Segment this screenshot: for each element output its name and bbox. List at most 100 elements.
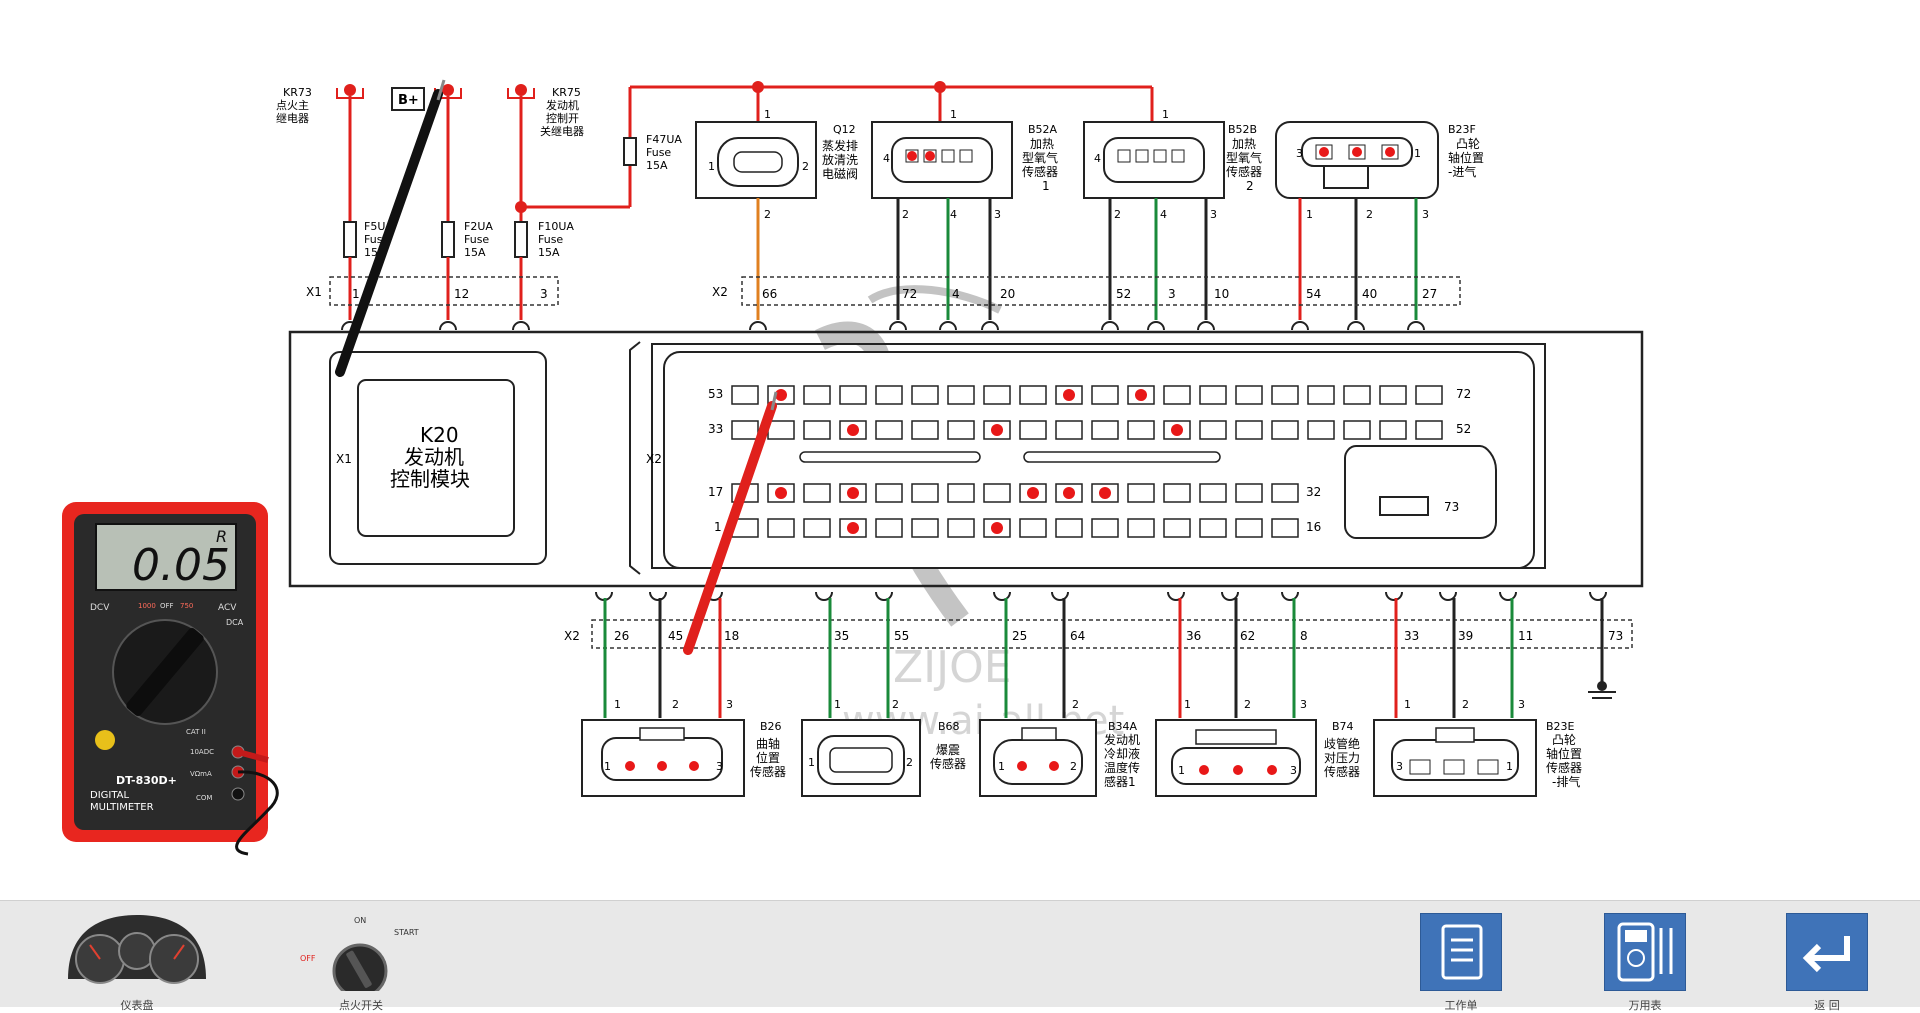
back-button[interactable]: 返 回 <box>1786 913 1868 1012</box>
black-probe[interactable] <box>335 79 446 377</box>
ecm-pin-cell <box>1199 518 1227 538</box>
b52b-l2: 型氧气 <box>1226 150 1262 165</box>
q12-l3: 电磁阀 <box>822 166 858 181</box>
ignition-switch[interactable]: ON START OFF 点火开关 <box>296 909 426 1012</box>
ecm-pin-cell <box>1199 483 1227 503</box>
f10-l1: Fuse <box>538 233 563 246</box>
ecm-pin-cell <box>911 385 939 405</box>
b52b-l1: 加热 <box>1232 137 1256 151</box>
b23e-pin: 2 <box>1462 698 1469 711</box>
ecm-pin-cell <box>1235 420 1263 440</box>
ecm-pin-cell <box>1415 385 1443 405</box>
q12-id: Q12 <box>833 123 856 136</box>
connector-socket <box>875 591 893 601</box>
pin-73: 73 <box>1444 500 1459 514</box>
b52a-id: B52A <box>1028 123 1058 136</box>
x2-top-pin: 54 <box>1306 287 1321 301</box>
x2-bottom-pin: 35 <box>834 629 849 643</box>
b23f-component: 3 1 1 2 3 B23F 凸轮 轴位置 -进气 <box>1275 121 1484 320</box>
x2-bottom-pin: 62 <box>1240 629 1255 643</box>
x1-header: X1 1 12 3 <box>306 276 559 331</box>
b74-pin: 3 <box>1290 764 1297 777</box>
b26-pin: 2 <box>672 698 679 711</box>
ecm-pin-cell <box>1379 385 1407 405</box>
b23e-component: 1 2 3 3 1 B23E 凸轮 轴位置 传感器 -排气 <box>1373 698 1582 797</box>
worksheet-button[interactable]: 工作单 <box>1420 913 1502 1012</box>
ecm-pin-cell <box>1235 483 1263 503</box>
b26-pin: 3 <box>716 760 723 773</box>
b52a-pin: 4 <box>950 208 957 221</box>
f47-l2: 15A <box>646 159 668 172</box>
ecm-pin-cell <box>1127 518 1155 538</box>
x1-id: X1 <box>306 285 322 299</box>
ecm-pin-cell <box>1019 518 1047 538</box>
x2-bottom-pin: 18 <box>724 629 739 643</box>
dashboard-button[interactable]: 仪表盘 <box>62 909 212 1012</box>
ecm-pin-dot <box>847 487 859 499</box>
connector-socket <box>1281 591 1299 601</box>
ecm-pin-cell <box>1163 385 1191 405</box>
multimeter[interactable]: 0.05 R DCV 1000 OFF 750 ACV DCA CAT II 1… <box>62 502 279 856</box>
q12-l2: 放清洗 <box>822 152 858 167</box>
b34a-pin: 2 <box>1070 760 1077 773</box>
b74-pin: 1 <box>1178 764 1185 777</box>
b26-pin: 1 <box>614 698 621 711</box>
ecm-pin-cell <box>803 483 831 503</box>
ecm-pin-cell <box>1163 518 1191 538</box>
b23e-pin: 1 <box>1404 698 1411 711</box>
x2-bottom-id: X2 <box>564 629 580 643</box>
connector-socket <box>1589 591 1607 601</box>
ecm-pin-dot <box>847 424 859 436</box>
row3-left: 17 <box>708 485 723 499</box>
b52b-l4: 2 <box>1246 179 1254 193</box>
ignition-key-icon: ON START OFF <box>300 916 419 999</box>
f2-l1: Fuse <box>464 233 489 246</box>
kr75-l3: 关继电器 <box>540 124 584 138</box>
ecm-pin-cell <box>947 518 975 538</box>
b52a-pin: 1 <box>950 108 957 121</box>
b26-id: B26 <box>760 720 782 733</box>
b52a-pin: 2 <box>902 208 909 221</box>
b52b-l3: 传感器 <box>1226 164 1262 179</box>
mm-l2: MULTIMETER <box>90 802 154 813</box>
ecm-pin-cell <box>1091 420 1119 440</box>
ecm-pin-dot <box>991 424 1003 436</box>
ecm-pin-cell <box>731 420 759 440</box>
b74-l1: 歧管绝 <box>1324 736 1360 751</box>
ecm-pin-cell <box>911 518 939 538</box>
ecm-pin-cell <box>947 483 975 503</box>
b74-id: B74 <box>1332 720 1354 733</box>
x2-top-pin: 27 <box>1422 287 1437 301</box>
ecm-pin-cell <box>1415 420 1443 440</box>
x2-top-header: X2 66 72 4 20 52 3 10 54 40 27 <box>712 276 1461 331</box>
mm-750: 750 <box>180 602 193 610</box>
ecm-pin-cell <box>875 483 903 503</box>
ignition-start: START <box>394 928 419 937</box>
mm-model: DT-830D+ <box>116 774 177 787</box>
ecm-pin-cell <box>1019 420 1047 440</box>
multimeter-button[interactable]: 万用表 <box>1604 913 1686 1012</box>
mm-jack2: VΩmA <box>190 770 212 778</box>
b52b-pin: 4 <box>1094 152 1101 165</box>
b26-l2: 位置 <box>756 750 780 765</box>
ecm-pin-cell <box>875 385 903 405</box>
x2-bottom-pin: 39 <box>1458 629 1473 643</box>
ecm-pin-cell <box>803 518 831 538</box>
b34a-component: 2 1 2 B34A 发动机 冷却液 温度传 感器1 <box>979 698 1140 797</box>
ecm-pin-cell <box>1199 420 1227 440</box>
ecm-pin-cell <box>1271 385 1299 405</box>
b26-pin: 1 <box>604 760 611 773</box>
ecm-pin-cell <box>1379 420 1407 440</box>
ecm-pin-dot <box>775 389 787 401</box>
ecm-pin-dot <box>1027 487 1039 499</box>
b68-l2: 传感器 <box>930 756 966 771</box>
ecm-pin-cell <box>1307 385 1335 405</box>
b52b-pin: 3 <box>1210 208 1217 221</box>
f10-l2: 15A <box>538 246 560 259</box>
mm-acv: ACV <box>218 603 237 613</box>
ecm-pin-dot <box>1171 424 1183 436</box>
b23e-l4: -排气 <box>1552 774 1580 789</box>
red-probe[interactable] <box>683 391 778 655</box>
